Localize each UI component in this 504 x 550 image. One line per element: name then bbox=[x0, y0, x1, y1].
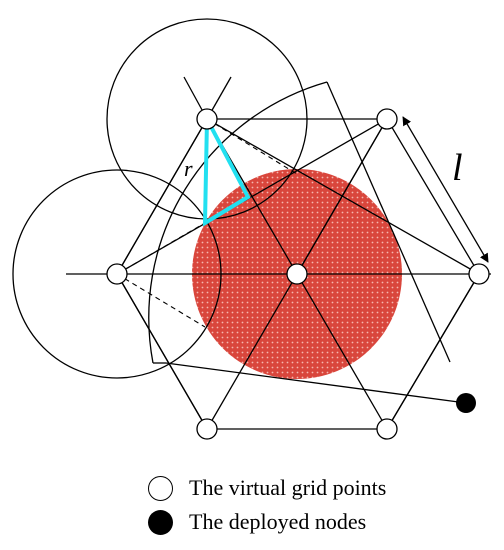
legend-item-deployed-nodes: The deployed nodes bbox=[148, 509, 366, 535]
open-circle-icon bbox=[106, 263, 128, 285]
open-circle-icon bbox=[376, 108, 398, 130]
boundary-right-line bbox=[326, 81, 451, 363]
filled-circle-icon bbox=[148, 509, 173, 535]
double-arrow-icon bbox=[402, 116, 489, 263]
dashed-construction-lines bbox=[116, 118, 298, 328]
legend-label: The deployed nodes bbox=[189, 509, 367, 534]
side-length-label: l bbox=[452, 147, 463, 189]
legend-item-grid-points: The virtual grid points bbox=[148, 475, 386, 501]
radius-label: r bbox=[184, 156, 193, 181]
open-circle-icon bbox=[376, 418, 398, 440]
virtual-grid-points bbox=[106, 108, 490, 440]
legend-label: The virtual grid points bbox=[189, 475, 387, 500]
open-circle-icon bbox=[196, 418, 218, 440]
coverage-boundary-arc bbox=[148, 81, 328, 364]
triangle-lattice bbox=[66, 76, 491, 430]
open-circle-icon bbox=[148, 475, 173, 501]
open-circle-icon bbox=[286, 263, 308, 285]
filled-circle-icon bbox=[456, 393, 476, 413]
radius-triangle bbox=[202, 118, 251, 227]
node-connector-line bbox=[165, 362, 467, 404]
open-circle-icon bbox=[468, 263, 490, 285]
open-circle-icon bbox=[196, 108, 218, 130]
